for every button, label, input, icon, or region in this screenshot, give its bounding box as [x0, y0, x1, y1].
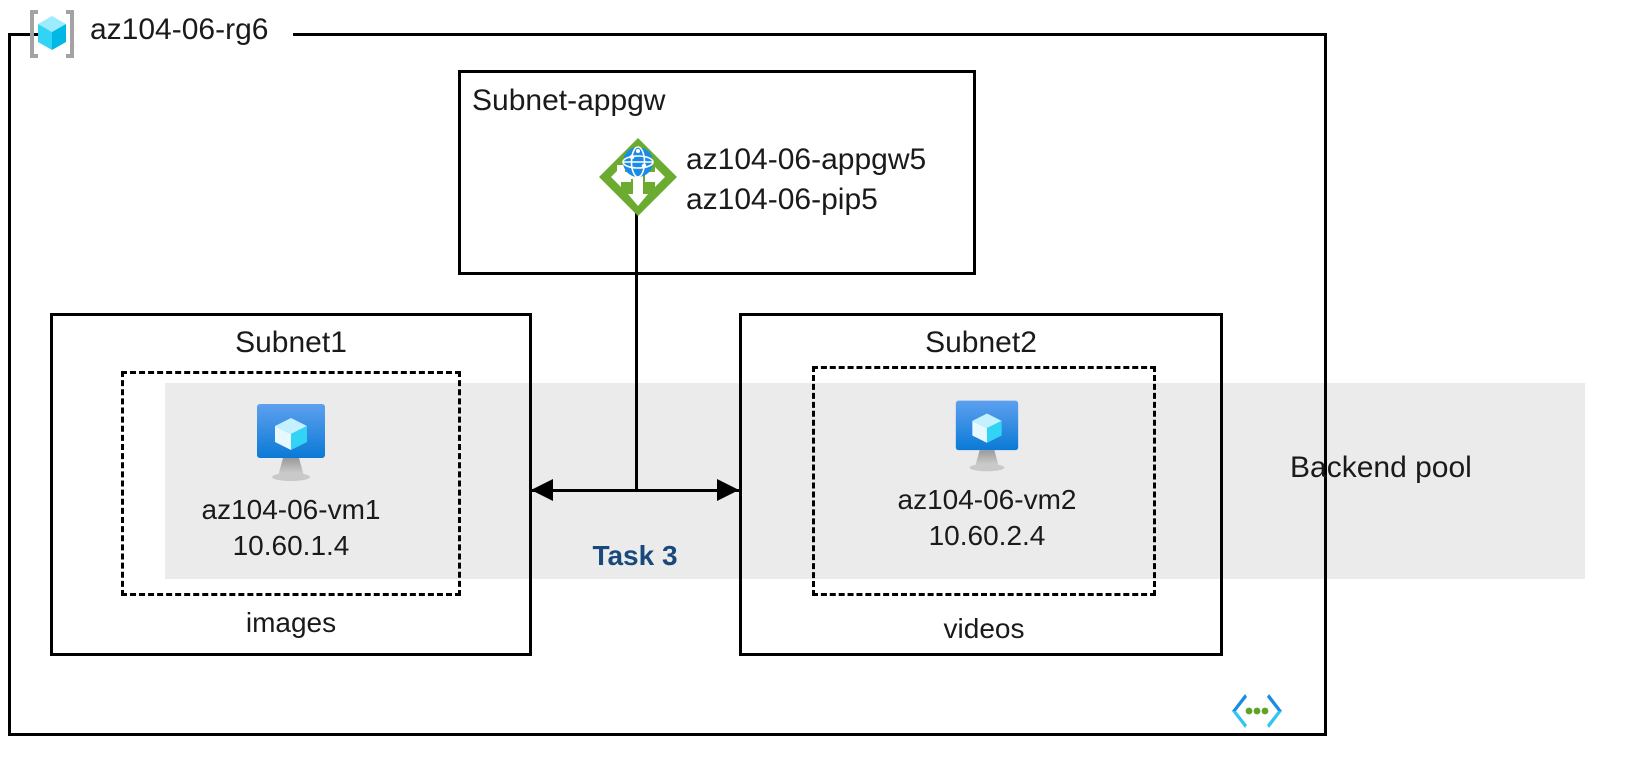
application-gateway-icon — [597, 136, 679, 218]
resource-group-border-top-main — [293, 33, 1327, 36]
subnet2-title: Subnet2 — [925, 326, 1037, 359]
subnet-appgw-box — [458, 70, 976, 275]
subnet1-title: Subnet1 — [235, 326, 347, 359]
task3-label: Task 3 — [592, 540, 678, 571]
subnet1-box — [50, 313, 532, 656]
backend-pool-band — [165, 383, 1585, 579]
vm1-block: az104-06-vm1 10.60.1.4 — [165, 400, 417, 565]
task3-horizontal-connector — [531, 489, 739, 492]
backend-pool-label: Backend pool — [1290, 451, 1472, 484]
subnet2-box — [739, 313, 1223, 656]
subnet1-caption: images — [245, 607, 337, 638]
virtual-machine-icon — [165, 400, 417, 484]
resource-group-border-top-stub — [8, 33, 50, 36]
code-brackets-icon — [1228, 690, 1286, 732]
connector-arrowhead-left — [531, 479, 553, 501]
vm1-name: az104-06-vm1 — [201, 494, 381, 525]
appgw-name: az104-06-appgw5 — [686, 143, 927, 176]
resource-group-icon — [24, 6, 80, 62]
resource-group-label: az104-06-rg6 — [90, 13, 269, 46]
subnet2-dashed-boundary — [812, 366, 1156, 596]
vm1-ip: 10.60.1.4 — [232, 530, 350, 562]
resource-group-border-bottom — [8, 733, 1327, 736]
subnet2-caption: videos — [943, 613, 1025, 644]
subnet1-dashed-boundary — [121, 371, 461, 596]
vm2-name: az104-06-vm2 — [897, 484, 1077, 515]
vm2-block: az104-06-vm2 10.60.2.4 — [861, 397, 1113, 555]
resource-group-border-right — [1324, 33, 1327, 736]
appgw-pip-name: az104-06-pip5 — [686, 182, 878, 216]
virtual-machine-icon — [861, 397, 1113, 474]
connector-arrowhead-right — [717, 479, 739, 501]
application-gateway-labels: az104-06-appgw5 az104-06-pip5 — [686, 140, 926, 220]
appgw-vertical-connector — [635, 205, 638, 490]
vm2-ip: 10.60.2.4 — [928, 520, 1046, 552]
subnet-appgw-title: Subnet-appgw — [472, 84, 666, 117]
resource-group-border-left — [8, 33, 11, 736]
